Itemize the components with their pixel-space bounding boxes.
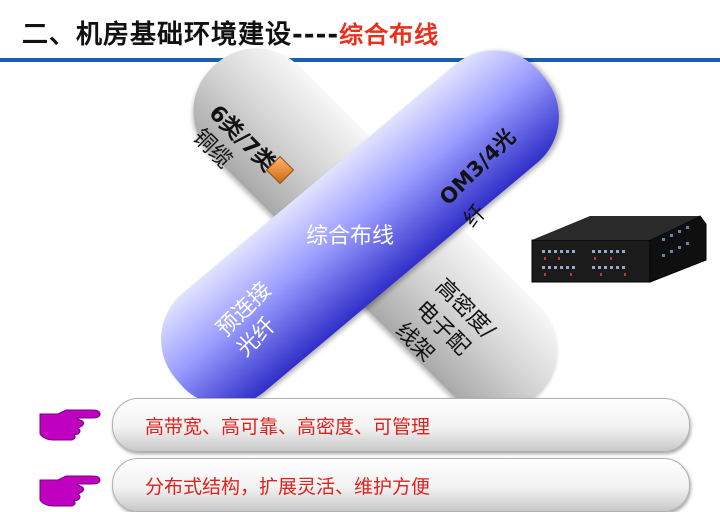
patch-panel-image (531, 215, 707, 283)
bullet-text-2: 分布式结构，扩展灵活、维护方便 (145, 476, 431, 498)
title-bar: 二、机房基础环境建设----综合布线 (0, 0, 720, 62)
pointing-hand-icon (39, 409, 101, 441)
center-label: 综合布线 (306, 224, 395, 249)
page-title: 二、机房基础环境建设----综合布线 (22, 14, 439, 51)
bullet-pill-2: 分布式结构，扩展灵活、维护方便 (112, 458, 690, 512)
title-accent: 综合布线 (339, 21, 440, 49)
bullet-pill-1: 高带宽、高可靠、高密度、可管理 (112, 398, 690, 452)
title-main: 二、机房基础环境建设---- (22, 20, 340, 50)
title-rule (0, 58, 720, 62)
bullet-text-1: 高带宽、高可靠、高密度、可管理 (145, 416, 431, 438)
pointing-hand-icon (39, 475, 101, 507)
